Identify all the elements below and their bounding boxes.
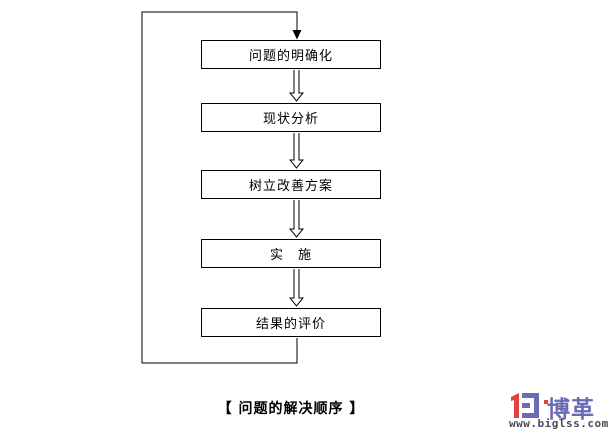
biglss-logo-text: 博革	[547, 397, 595, 423]
down-block-arrow-icon	[289, 200, 304, 238]
flow-step-box-establish-improvement-plan: 树立改善方案	[201, 170, 381, 199]
biglss-website-url: www.biglss.com	[509, 417, 609, 430]
flow-step-box-current-state-analysis: 现状分析	[201, 103, 381, 132]
flow-step-box-implementation: 实 施	[201, 239, 381, 268]
down-block-arrow-icon	[289, 133, 304, 169]
biglss-logo: 博革 www.biglss.com	[509, 390, 609, 434]
biglss-bg-monogram-icon	[511, 393, 548, 418]
down-block-arrow-icon	[289, 269, 304, 307]
flow-step-box-problem-clarification: 问题的明确化	[201, 40, 381, 69]
diagram-caption: 【 问题的解决顺序 】	[217, 401, 365, 417]
flow-step-box-result-evaluation: 结果的评价	[201, 308, 381, 337]
down-block-arrow-icon	[289, 70, 304, 102]
